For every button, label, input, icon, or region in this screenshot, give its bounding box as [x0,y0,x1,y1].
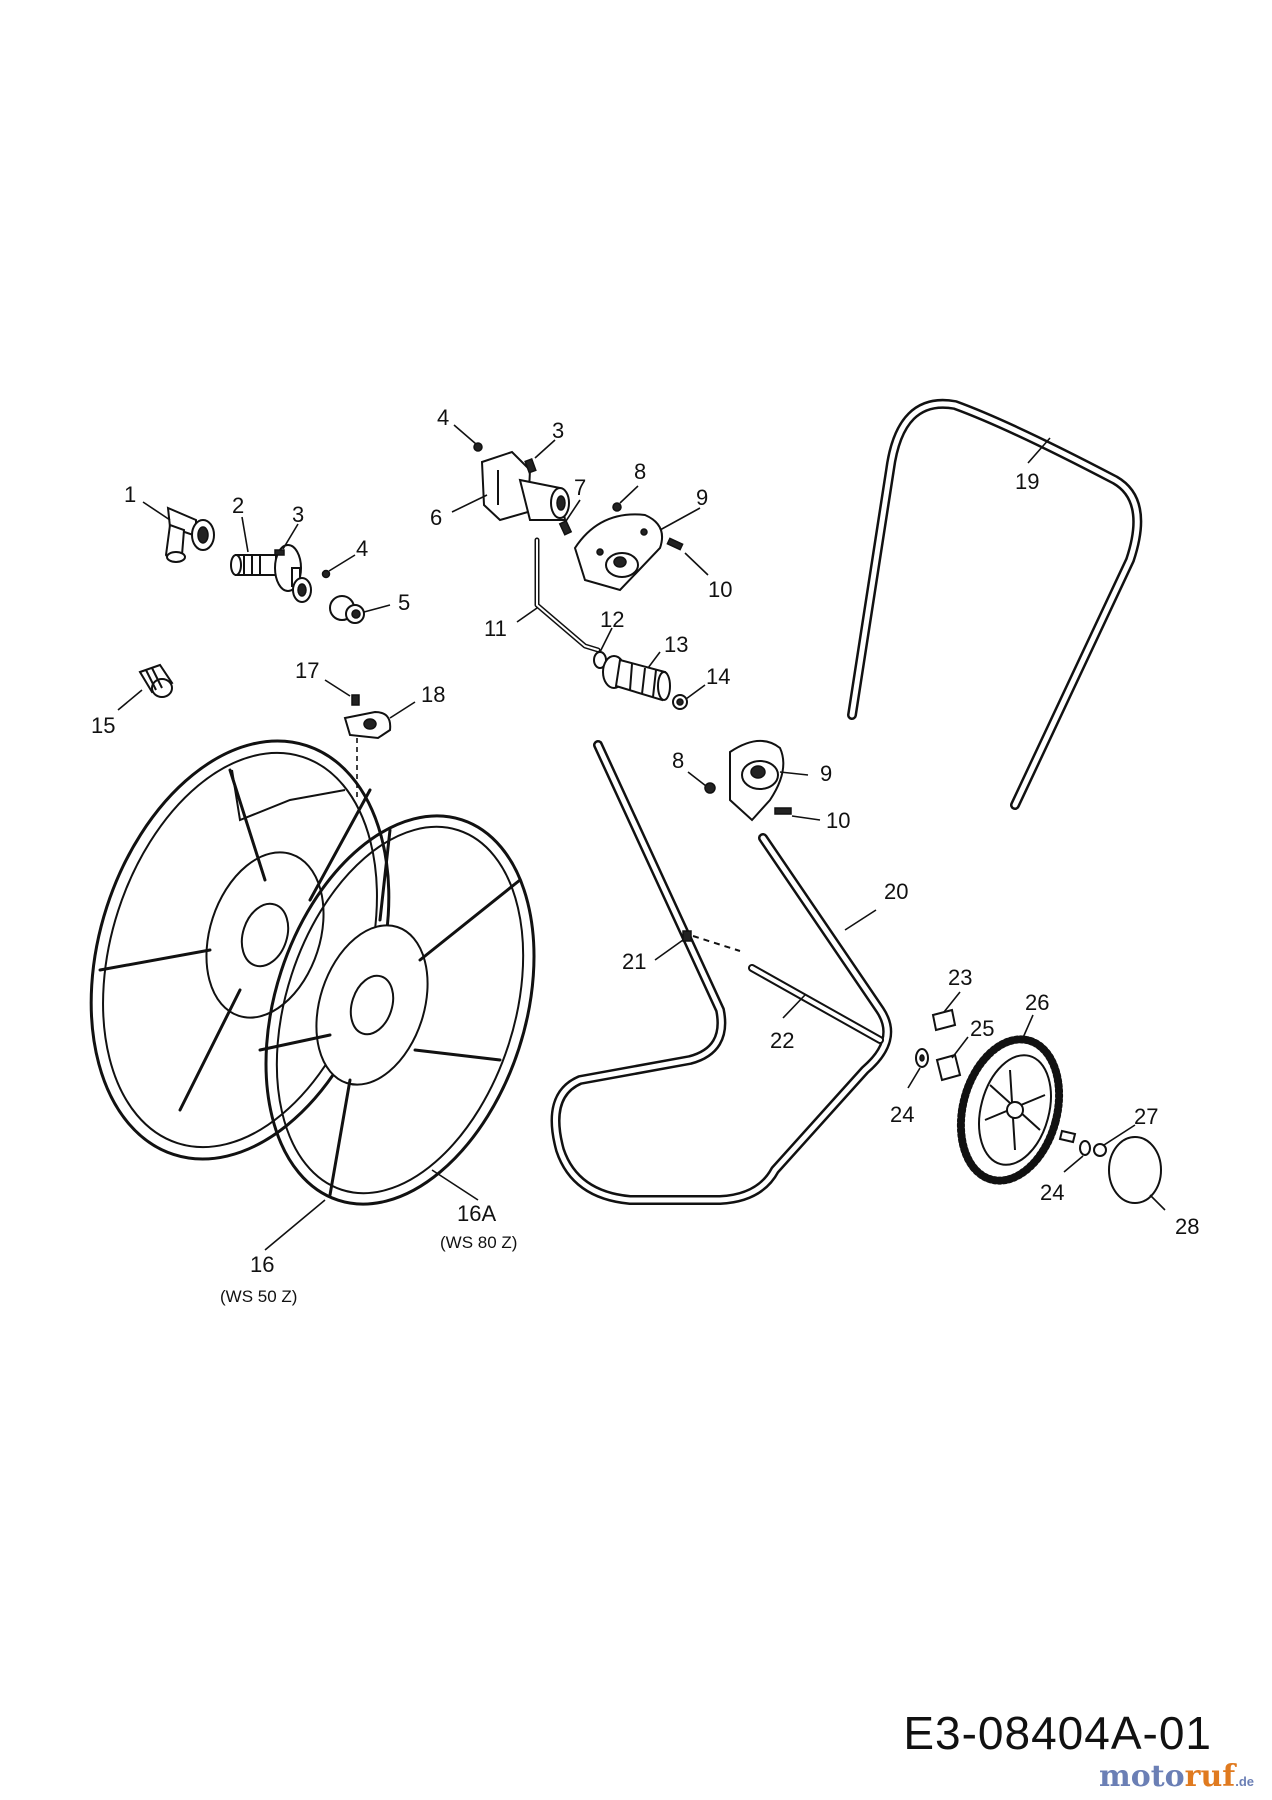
part-18-hose-clip [343,710,392,740]
callout-26: 26 [1025,990,1049,1015]
callout-12: 12 [600,607,624,632]
callout-24: 24 [1040,1180,1064,1205]
screw-8-upper [612,502,622,512]
callout-7: 7 [574,475,586,500]
part-16A-reel-drum-front [258,814,536,1206]
part-11-crank-rod [534,537,601,653]
callout-16A: 16A [457,1201,496,1226]
callout-9: 9 [696,485,708,510]
part-6-bearing-hub [480,450,570,522]
callout-16: 16 [250,1252,274,1277]
part-9-upper-bracket [573,513,664,592]
leader-lines [117,424,1166,1251]
part-27-nut [1093,1143,1107,1157]
callout-20: 20 [884,879,908,904]
brand-part-1: moto [1099,1759,1185,1794]
part-22-axle [748,964,884,1044]
callout-27: 27 [1134,1104,1158,1129]
screw-3-lower [274,549,285,556]
callout-10: 10 [826,808,850,833]
part-20-u-frame [550,740,893,1205]
callout-24: 24 [890,1102,914,1127]
brand-logo[interactable]: motoruf.de [1099,1759,1254,1794]
screw-8-lower [704,782,716,794]
variant-ws80-label: (WS 80 Z) [440,1233,517,1252]
part-5-adapter [329,595,365,624]
part-26-wheel [956,1035,1064,1185]
screw-17 [351,694,360,706]
screw-4-lower [321,569,331,579]
part-23-bushing [931,1008,957,1032]
brand-part-2: ruf [1184,1759,1236,1794]
variant-ws50-label: (WS 50 Z) [220,1287,297,1306]
callout-4: 4 [437,405,449,430]
callout-13: 13 [664,632,688,657]
screw-3-upper [524,458,537,474]
part-15-hose-fitting [138,663,174,698]
callout-23: 23 [948,965,972,990]
callout-9: 9 [820,761,832,786]
callout-6: 6 [430,505,442,530]
callout-3: 3 [552,418,564,443]
callout-8: 8 [634,459,646,484]
screw-10-upper [666,537,684,551]
callout-21: 21 [622,949,646,974]
callout-3: 3 [292,502,304,527]
callout-18: 18 [421,682,445,707]
callout-labels: 1 2 3 4 5 4 3 6 7 8 9 10 11 12 13 14 15 … [91,405,1199,1306]
callout-1: 1 [124,482,136,507]
screw-4-upper [473,442,483,452]
screw-10-lower [774,807,792,815]
callout-5: 5 [398,590,410,615]
callout-28: 28 [1175,1214,1199,1239]
callout-15: 15 [91,713,115,738]
part-13-handle-grip [602,655,671,702]
part-25-spacer [935,1053,962,1082]
callout-22: 22 [770,1028,794,1053]
part-9-lower-bracket [729,740,785,822]
callout-4: 4 [356,536,368,561]
callout-17: 17 [295,658,319,683]
brand-suffix: .de [1235,1774,1254,1789]
callout-11: 11 [484,616,507,641]
drawing-code: E3-08404A-01 [903,1707,1212,1759]
part-16-reel-drum-rear [89,739,391,1161]
part-28-hub-cap [1108,1136,1162,1204]
callout-25: 25 [970,1016,994,1041]
part-21-pin [682,930,741,952]
callout-14: 14 [706,664,730,689]
part-24-washer-inner [915,1048,929,1068]
part-2-hub-shaft [230,544,312,603]
part-24-washer-outer-pin [1058,1129,1091,1156]
callout-2: 2 [232,493,244,518]
part-1-tap-connector [164,506,215,563]
part-14-nut [672,694,688,710]
screw-7 [558,519,573,536]
callout-8: 8 [672,748,684,773]
callout-10: 10 [708,577,732,602]
callout-19: 19 [1015,469,1039,494]
part-19-handle-bar [847,398,1143,810]
